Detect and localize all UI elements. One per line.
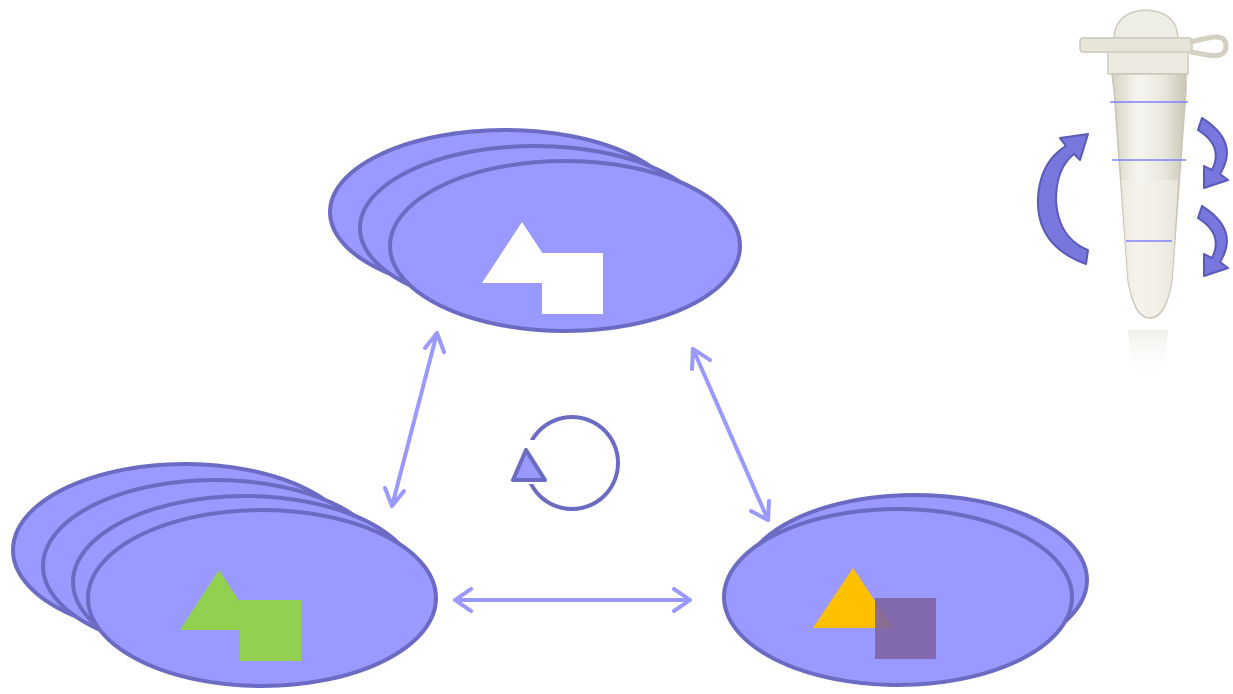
rotation-arrows <box>1036 117 1229 277</box>
node-top-layer <box>388 159 742 333</box>
node-top <box>328 128 742 333</box>
square-icon <box>875 598 936 659</box>
cycle-arrow-icon <box>508 415 620 511</box>
curved-arrow-right-upper-icon <box>1197 117 1229 189</box>
square-icon <box>240 600 301 661</box>
arrow-bottom-left-to-bottom-right <box>453 587 692 613</box>
arrow-top-to-bottom-left <box>383 331 446 508</box>
arrow-top-to-bottom-right <box>690 347 771 522</box>
triangle-icon <box>813 568 893 628</box>
curved-arrow-left-icon <box>1036 133 1089 265</box>
curved-arrow-right-lower-icon <box>1197 205 1229 277</box>
connections <box>383 331 771 613</box>
node-bottom-left-layer <box>86 508 438 688</box>
triangle-icon <box>180 570 258 630</box>
square-icon <box>542 253 603 314</box>
microcentrifuge-tube-icon <box>1079 9 1229 378</box>
node-bottom-left <box>11 462 438 688</box>
node-bottom-right-layer <box>722 507 1074 687</box>
node-bottom-right <box>722 493 1089 687</box>
